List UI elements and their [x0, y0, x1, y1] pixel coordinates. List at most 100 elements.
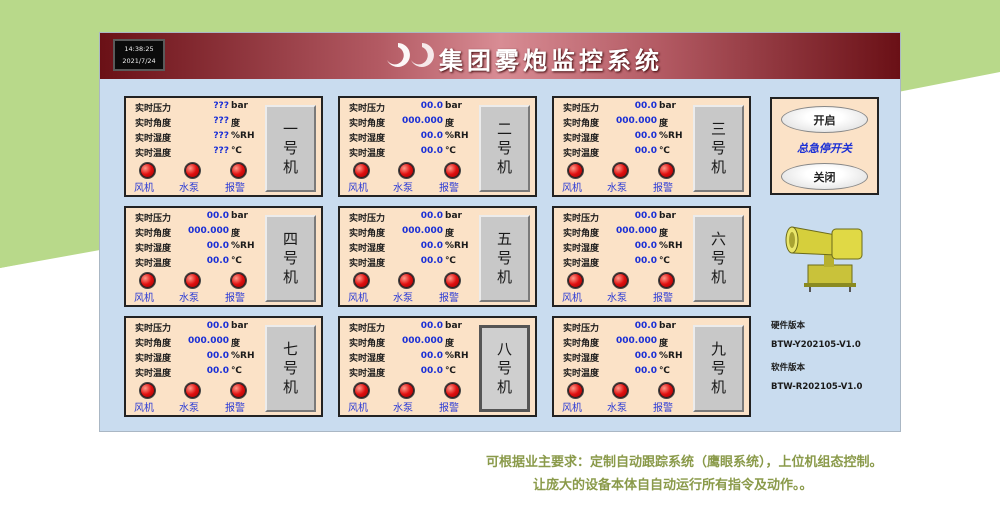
clock-date: 2021/7/24: [122, 57, 156, 65]
pump-status-lamp-icon: [398, 162, 415, 179]
machine-name-char: 号: [710, 249, 726, 267]
swirl-logo-icon: [387, 43, 410, 67]
reading-unit: 度: [659, 339, 669, 349]
pump-label: 水泵: [179, 183, 199, 194]
reading-value-humidity: ???: [213, 131, 229, 141]
machine-button-4[interactable]: 四号机: [265, 215, 316, 302]
page-title: 集团雾炮监控系统: [439, 46, 663, 75]
reading-unit: bar: [445, 101, 462, 111]
hardware-version-value: BTW-Y202105-V1.0: [771, 340, 861, 350]
hmi-screen: 14:38:25 2021/7/24 集团雾炮监控系统 实时压力??? bar 实时…: [99, 32, 901, 432]
alarm-label: 报警: [653, 183, 673, 194]
reading-value-humidity: 00.0: [420, 241, 443, 251]
stop-button[interactable]: 关闭: [781, 163, 868, 190]
reading-value-pressure: 00.0: [420, 101, 443, 111]
reading-label: 实时压力: [563, 214, 600, 224]
reading-value-temperature: 00.0: [420, 366, 443, 376]
reading-value-temperature: 00.0: [634, 366, 657, 376]
machine-button-7[interactable]: 七号机: [265, 325, 316, 412]
reading-label: 实时湿度: [563, 244, 600, 254]
reading-label: 实时湿度: [135, 134, 172, 144]
alarm-status-lamp-icon: [230, 162, 247, 179]
machine-button-5[interactable]: 五号机: [479, 215, 530, 302]
fan-label: 风机: [562, 293, 582, 304]
machine-name-char: 号: [496, 359, 512, 377]
alarm-label: 报警: [225, 293, 245, 304]
reading-label: 实时压力: [135, 324, 172, 334]
alarm-status-lamp-icon: [230, 382, 247, 399]
reading-unit: 度: [445, 229, 455, 239]
reading-value-pressure: 00.0: [634, 321, 657, 331]
pump-status-lamp-icon: [398, 382, 415, 399]
alarm-label: 报警: [439, 293, 459, 304]
machine-button-6[interactable]: 六号机: [693, 215, 744, 302]
reading-value-humidity: 00.0: [206, 351, 229, 361]
reading-value-temperature: 00.0: [420, 256, 443, 266]
reading-unit: %RH: [659, 241, 683, 251]
machine-name-char: 机: [282, 158, 298, 176]
emergency-stop-panel: 开启 总急停开关 关闭: [770, 97, 879, 195]
reading-label: 实时湿度: [135, 354, 172, 364]
machine-name-char: 七: [282, 340, 298, 358]
reading-unit: ℃: [445, 256, 456, 266]
pump-label: 水泵: [393, 293, 413, 304]
reading-label: 实时压力: [563, 104, 600, 114]
reading-unit: bar: [231, 321, 248, 331]
machine-button-3[interactable]: 三号机: [693, 105, 744, 192]
reading-label: 实时角度: [349, 119, 386, 129]
reading-value-humidity: 00.0: [634, 241, 657, 251]
machine-name-char: 机: [710, 378, 726, 396]
reading-unit: 度: [231, 339, 241, 349]
caption-line-2: 让庞大的设备本体自自动运行所有指令及动作。。: [533, 478, 813, 493]
machine-button-8[interactable]: 八号机: [479, 325, 530, 412]
machine-name-char: 号: [282, 249, 298, 267]
reading-unit: ℃: [231, 366, 242, 376]
reading-unit: bar: [231, 211, 248, 221]
fan-status-lamp-icon: [139, 382, 156, 399]
pump-status-lamp-icon: [184, 382, 201, 399]
machine-name-char: 机: [496, 378, 512, 396]
machine-button-1[interactable]: 一号机: [265, 105, 316, 192]
machine-button-9[interactable]: 九号机: [693, 325, 744, 412]
pump-label: 水泵: [607, 183, 627, 194]
machine-name-char: 号: [282, 359, 298, 377]
pump-status-lamp-icon: [184, 162, 201, 179]
reading-label: 实时温度: [563, 149, 600, 159]
reading-unit: bar: [659, 321, 676, 331]
reading-label: 实时温度: [349, 259, 386, 269]
fan-label: 风机: [134, 403, 154, 414]
reading-value-pressure: 00.0: [634, 101, 657, 111]
reading-unit: ℃: [659, 366, 670, 376]
reading-value-pressure: 00.0: [420, 211, 443, 221]
reading-value-pressure: 00.0: [420, 321, 443, 331]
reading-label: 实时压力: [349, 324, 386, 334]
machine-name-char: 机: [710, 158, 726, 176]
machine-name-char: 号: [496, 139, 512, 157]
reading-value-humidity: 00.0: [420, 351, 443, 361]
reading-value-humidity: 00.0: [634, 351, 657, 361]
reading-label: 实时温度: [563, 369, 600, 379]
reading-unit: bar: [659, 101, 676, 111]
clock-display: 14:38:25 2021/7/24: [113, 39, 165, 71]
fan-label: 风机: [348, 183, 368, 194]
fan-status-lamp-icon: [567, 382, 584, 399]
reading-value-humidity: 00.0: [206, 241, 229, 251]
reading-label: 实时角度: [135, 229, 172, 239]
machine-name-char: 机: [282, 268, 298, 286]
reading-value-angle: 000.000: [188, 336, 229, 346]
reading-unit: 度: [231, 119, 241, 129]
reading-value-angle: 000.000: [616, 336, 657, 346]
machine-name-char: 九: [710, 340, 726, 358]
reading-value-pressure: 00.0: [634, 211, 657, 221]
machine-button-2[interactable]: 二号机: [479, 105, 530, 192]
title-bar: 14:38:25 2021/7/24 集团雾炮监控系统: [100, 33, 900, 79]
start-button[interactable]: 开启: [781, 106, 868, 133]
reading-unit: 度: [231, 229, 241, 239]
reading-value-pressure: 00.0: [206, 211, 229, 221]
reading-unit: %RH: [659, 351, 683, 361]
reading-unit: bar: [659, 211, 676, 221]
pump-status-lamp-icon: [612, 162, 629, 179]
